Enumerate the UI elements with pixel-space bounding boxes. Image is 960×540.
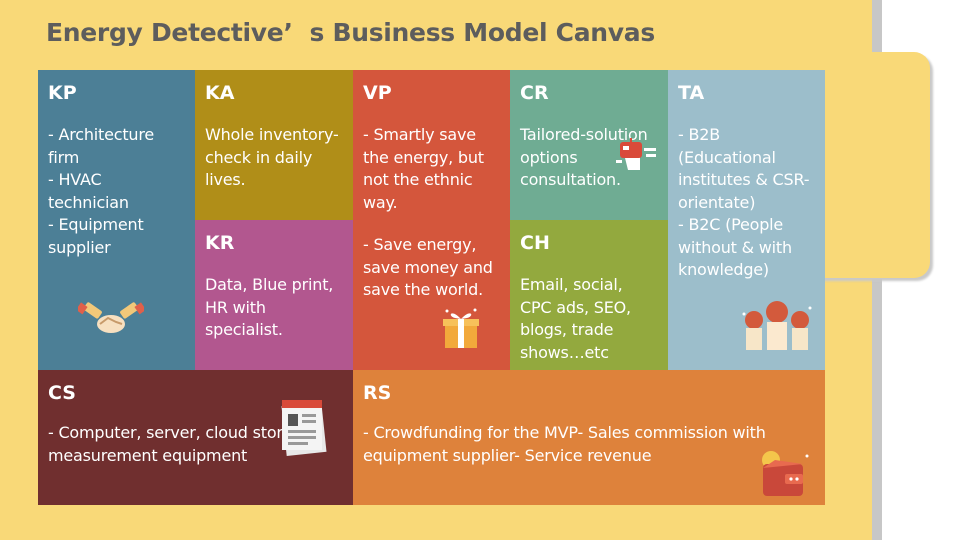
background-tab <box>820 52 930 278</box>
key-resources-block: KR Data, Blue print, HR with specialist. <box>195 220 353 370</box>
target-audience-block: TA - B2B (Educational institutes & CSR-o… <box>668 70 825 370</box>
revenue-streams-block: RS - Crowdfunding for the MVP- Sales com… <box>353 370 825 505</box>
block-text: - B2B (Educational institutes & CSR-orie… <box>678 125 810 279</box>
channels-block: CH Email, social, CPC ads, SEO, blogs, t… <box>510 220 668 370</box>
cost-structure-block: CS - Computer, server, cloud storage, me… <box>38 370 353 505</box>
block-text: Whole inventory-check in daily lives. <box>205 125 339 189</box>
block-text: Email, social, CPC ads, SEO, blogs, trad… <box>520 275 631 362</box>
block-heading: KP <box>48 82 77 104</box>
key-partners-block: KP - Architecture firm - HVAC technician… <box>38 70 195 370</box>
gift-box-icon <box>443 308 479 348</box>
value-proposition-block: VP - Smartly save the energy, but not th… <box>353 70 510 370</box>
block-text: - Smartly save the energy, but not the e… <box>363 125 484 212</box>
page-title: Energy Detective’ s Business Model Canva… <box>46 18 655 47</box>
people-group-icon <box>742 301 812 350</box>
customer-relationships-block: CR Tailored-solution options consultatio… <box>510 70 668 220</box>
invoice-icon <box>281 400 327 456</box>
block-text: Data, Blue print, HR with specialist. <box>205 275 334 339</box>
block-text: Tailored-solution options consultation. <box>520 125 648 189</box>
block-heading: CS <box>48 382 76 404</box>
wallet-coin-icon <box>762 451 809 496</box>
block-heading: CH <box>520 232 550 254</box>
block-heading: TA <box>678 82 705 104</box>
handshake-icon <box>78 302 144 333</box>
block-text-secondary: - Save energy, save money and save the w… <box>363 235 493 299</box>
block-heading: KR <box>205 232 235 254</box>
key-activities-block: KA Whole inventory-check in daily lives. <box>195 70 353 220</box>
block-heading: KA <box>205 82 235 104</box>
block-heading: RS <box>363 382 392 404</box>
block-text: - Crowdfunding for the MVP- Sales commis… <box>363 423 766 465</box>
block-heading: VP <box>363 82 392 104</box>
block-text: - Architecture firm - HVAC technician - … <box>48 125 155 257</box>
block-heading: CR <box>520 82 549 104</box>
block-text: - Computer, server, cloud storage, measu… <box>48 423 317 465</box>
robot-icon <box>616 138 656 170</box>
